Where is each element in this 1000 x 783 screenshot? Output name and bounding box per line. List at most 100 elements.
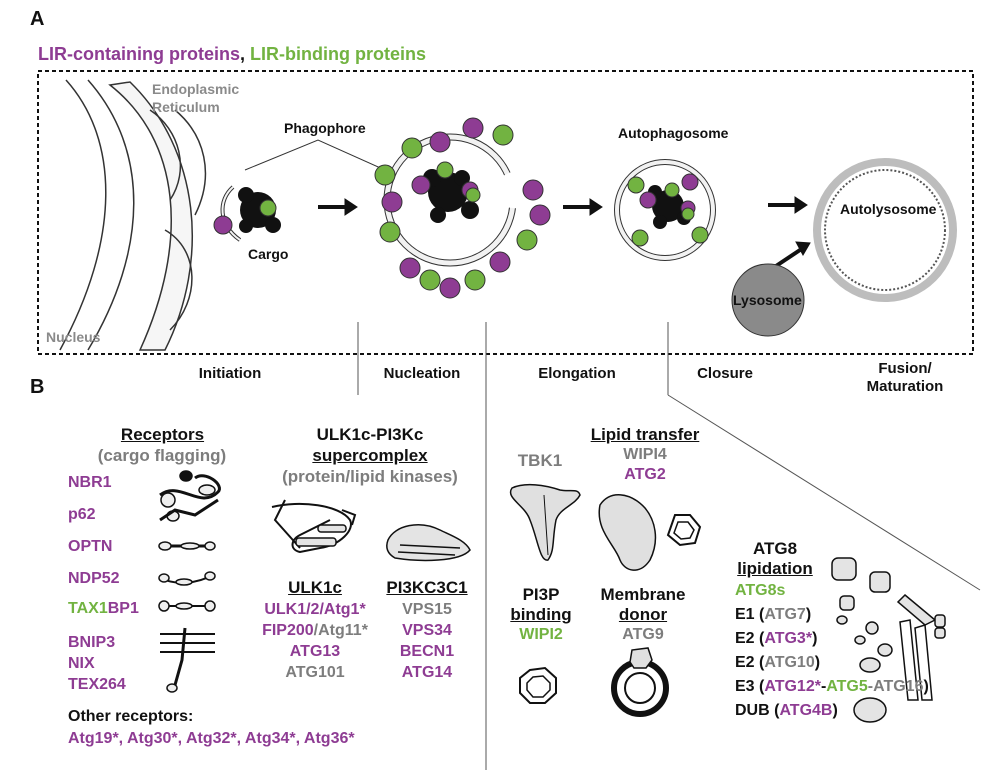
panel-label-a: A bbox=[30, 8, 45, 30]
other-receptors-title: Other receptors: bbox=[68, 708, 194, 725]
dub-name: ATG4B bbox=[779, 702, 833, 719]
ulk1c-line-1: ULK1/2/Atg1* bbox=[264, 601, 366, 618]
e3-dash-2: - bbox=[867, 678, 874, 695]
atg2-shape bbox=[598, 494, 657, 571]
receptor-ndp52: NDP52 bbox=[68, 570, 120, 587]
e2b-suffix: ) bbox=[814, 654, 821, 671]
autolysosome-label: Autolysosome bbox=[840, 201, 937, 217]
legend: LIR-containing proteins, LIR-binding pro… bbox=[38, 44, 426, 65]
atg2-label: ATG2 bbox=[624, 466, 666, 483]
e3-atg16: ATG16 bbox=[873, 678, 924, 695]
autophagosome-label: Autophagosome bbox=[618, 125, 729, 141]
pi3p-binding-title-2: binding bbox=[510, 605, 572, 624]
other-receptors-list: Atg19*, Atg30*, Atg32*, Atg34*, Atg36* bbox=[68, 730, 355, 747]
receptor-nix: NIX bbox=[68, 655, 95, 672]
atg11: /Atg11* bbox=[313, 622, 368, 639]
ulk1c-title: ULK1c bbox=[288, 578, 342, 597]
legend-lir-containing: LIR-containing proteins bbox=[38, 44, 240, 64]
cargo-label: Cargo bbox=[248, 246, 289, 262]
fip200: FIP200 bbox=[262, 622, 314, 639]
pi3k-becn1: BECN1 bbox=[399, 643, 455, 660]
atg8-e1: E1 (ATG7) bbox=[735, 604, 811, 625]
legend-separator: , bbox=[240, 44, 246, 64]
receptor-bnip3: BNIP3 bbox=[68, 634, 116, 651]
arrows bbox=[318, 196, 811, 270]
e1-name: ATG7 bbox=[764, 606, 806, 623]
autolysosome bbox=[813, 158, 957, 302]
membrane-donor-title-2: donor bbox=[618, 605, 668, 624]
tbk1-shape bbox=[509, 483, 581, 561]
receptor-tex264: TEX264 bbox=[68, 676, 126, 693]
stage-initiation: Initiation bbox=[198, 365, 262, 382]
stage-fusion-maturation: Fusion/ Maturation bbox=[866, 360, 944, 395]
supercomplex-title-2: supercomplex bbox=[312, 446, 428, 465]
nucleation-phagophore bbox=[374, 117, 551, 299]
pi3k-vps15: VPS15 bbox=[402, 601, 452, 618]
e3-atg12: ATG12* bbox=[764, 678, 821, 695]
receptors-title: Receptors bbox=[120, 425, 205, 444]
ulk1c-line-3: ATG13 bbox=[289, 643, 341, 660]
atg8-e3: E3 (ATG12*-ATG5-ATG16) bbox=[735, 676, 929, 697]
wipi4-label: WIPI4 bbox=[623, 446, 667, 463]
e3-atg5: ATG5 bbox=[826, 678, 868, 695]
legend-lir-binding: LIR-binding proteins bbox=[250, 44, 427, 64]
er-label: Endoplasmic Reticulum bbox=[152, 81, 240, 115]
membrane-donor-title-1: Membrane bbox=[600, 585, 686, 604]
lipid-transfer-title: Lipid transfer bbox=[590, 425, 700, 444]
endoplasmic-reticulum-shape bbox=[59, 79, 207, 351]
e3-dash-1: - bbox=[820, 678, 827, 695]
dub-prefix: DUB ( bbox=[735, 702, 780, 719]
atg9-vesicle bbox=[611, 647, 669, 717]
tbk1-label: TBK1 bbox=[517, 451, 563, 470]
receptor-tax1bp1: TAX1BP1 bbox=[68, 598, 139, 619]
atg8-title-2: lipidation bbox=[737, 559, 813, 578]
kinase-complex-icons bbox=[271, 499, 471, 562]
e2b-name: ATG10 bbox=[764, 654, 815, 671]
e1-prefix: E1 ( bbox=[735, 606, 765, 623]
receptor-p62: p62 bbox=[68, 506, 96, 523]
pi3kc3c1-title: PI3KC3C1 bbox=[386, 578, 468, 597]
tax1bp1-part-1: TAX1 bbox=[68, 600, 108, 617]
autophagosome bbox=[614, 159, 716, 261]
receptor-optn: OPTN bbox=[68, 538, 113, 555]
dub-suffix: ) bbox=[832, 702, 838, 719]
phagophore-pointer-lines bbox=[244, 139, 386, 171]
atg8-title-1: ATG8 bbox=[752, 539, 798, 558]
e1-suffix: ) bbox=[805, 606, 812, 623]
atg9-label: ATG9 bbox=[622, 626, 664, 643]
ulk1c-line-4: ATG101 bbox=[285, 664, 345, 681]
atg8-dub: DUB (ATG4B) bbox=[735, 700, 838, 721]
atg8s-label: ATG8s bbox=[735, 582, 786, 599]
lysosome-label: Lysosome bbox=[733, 292, 802, 308]
pi3p-binding-title-1: PI3P bbox=[522, 585, 560, 604]
e3-suffix: ) bbox=[923, 678, 929, 695]
e3-prefix: E3 ( bbox=[735, 678, 765, 695]
atg8-e2b: E2 (ATG10) bbox=[735, 652, 820, 673]
wipi2-label: WIPI2 bbox=[519, 626, 563, 643]
supercomplex-title-1: ULK1c-PI3Kc bbox=[316, 425, 424, 444]
stage-closure: Closure bbox=[697, 365, 753, 382]
atg8-e2a: E2 (ATG3*) bbox=[735, 628, 817, 649]
pi3k-atg14: ATG14 bbox=[401, 664, 453, 681]
e2a-name: ATG3* bbox=[764, 630, 813, 647]
initiation-cluster bbox=[213, 185, 281, 242]
e2b-prefix: E2 ( bbox=[735, 654, 765, 671]
stage-elongation: Elongation bbox=[538, 365, 616, 382]
phagophore-label: Phagophore bbox=[284, 120, 366, 136]
supercomplex-subtitle: (protein/lipid kinases) bbox=[282, 467, 458, 486]
ulk1c-line-2: FIP200/Atg11* bbox=[240, 620, 390, 641]
tax1bp1-part-2: BP1 bbox=[107, 600, 139, 617]
panel-b-dividers bbox=[357, 322, 981, 770]
e2a-suffix: ) bbox=[812, 630, 818, 647]
nucleus-label: Nucleus bbox=[46, 329, 101, 345]
panel-label-b: B bbox=[30, 376, 45, 398]
e2a-prefix: E2 ( bbox=[735, 630, 765, 647]
stage-nucleation: Nucleation bbox=[383, 365, 461, 382]
atg8-lipidation-icons bbox=[831, 557, 946, 723]
receptors-subtitle: (cargo flagging) bbox=[97, 446, 227, 465]
lysosome bbox=[731, 263, 805, 337]
pi3k-vps34: VPS34 bbox=[402, 622, 452, 639]
receptor-icons bbox=[158, 470, 221, 693]
receptor-nbr1: NBR1 bbox=[68, 474, 112, 491]
